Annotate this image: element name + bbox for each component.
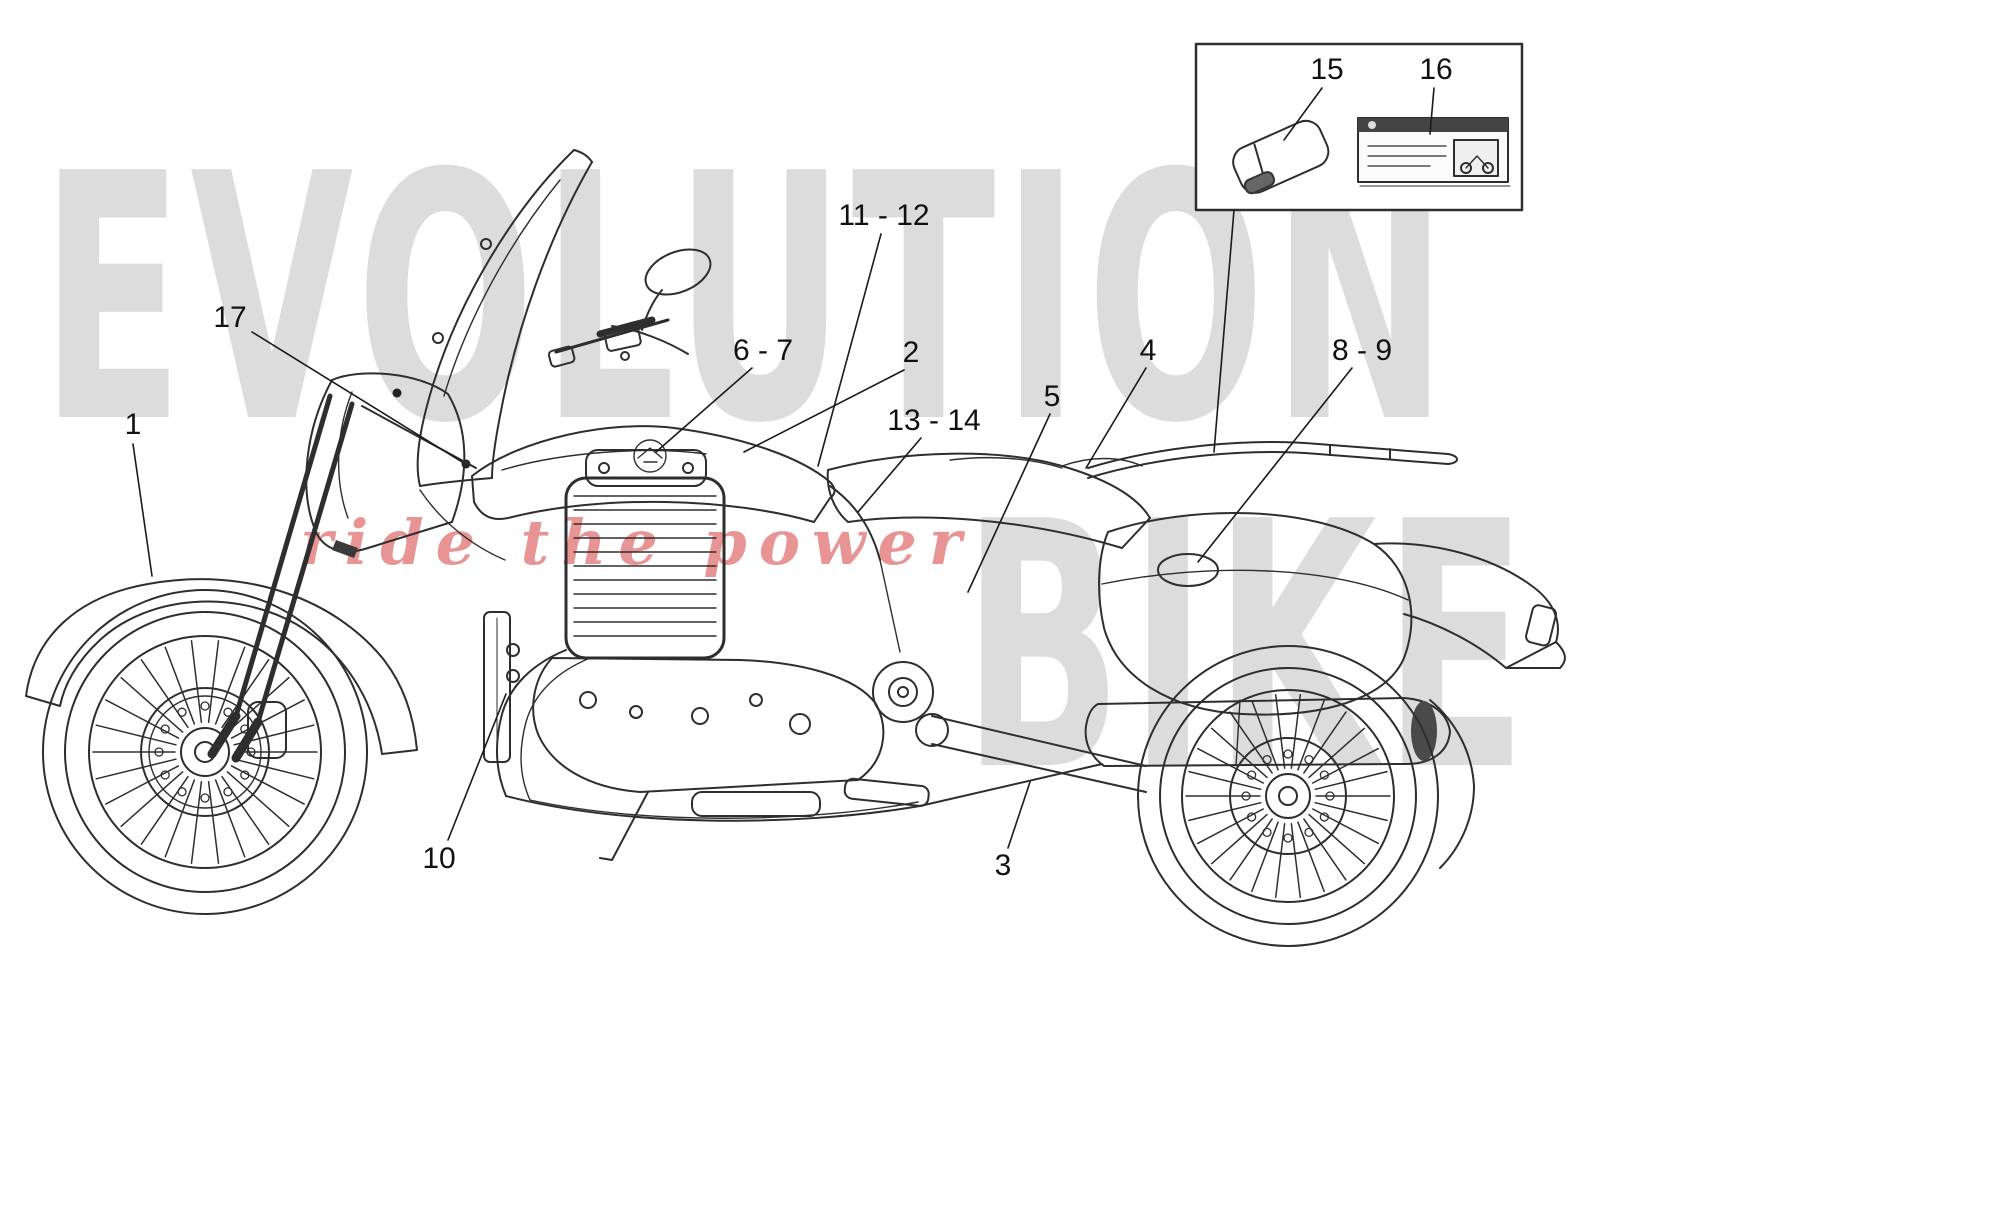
- front-fork: [207, 393, 355, 763]
- tail-section: [1373, 542, 1566, 869]
- leader-17: [251, 331, 463, 463]
- callout-label-8-9: 8 - 9: [1331, 334, 1393, 367]
- windshield: [416, 149, 593, 487]
- leader-3: [1007, 781, 1031, 849]
- fuel-tank: [471, 425, 836, 523]
- leader-10: [447, 693, 507, 841]
- swingarm: [915, 713, 1147, 793]
- callout-label-5: 5: [1043, 380, 1061, 413]
- saddlebag: [1098, 512, 1413, 716]
- owners-manual-item: [1357, 117, 1511, 187]
- callout-label-2: 2: [902, 336, 920, 369]
- callout-label-17: 17: [213, 301, 247, 334]
- leader-8-9: [1197, 367, 1353, 563]
- front-fender: [25, 578, 418, 755]
- front-engine-bracket: [483, 611, 520, 763]
- callout-label-11-12: 11 - 12: [838, 199, 930, 232]
- engine-cylinder: [564, 449, 726, 660]
- leader-15: [1283, 87, 1323, 141]
- leader-16: [1429, 87, 1435, 135]
- callout-label-13-14: 13 - 14: [887, 404, 981, 437]
- handlebar-controls: [547, 316, 689, 368]
- front-fairing: [305, 372, 506, 561]
- leader-5: [967, 413, 1051, 593]
- leader-inset: [1213, 209, 1235, 453]
- engine-crankcase: [532, 559, 934, 793]
- frame: [361, 405, 881, 561]
- tail-light: [1525, 604, 1558, 647]
- callout-label-15: 15: [1310, 53, 1344, 86]
- leader-1: [132, 443, 153, 577]
- leader-lines: [132, 87, 1435, 849]
- luggage-rack: [1087, 441, 1458, 479]
- exhaust-header: [496, 649, 1103, 822]
- callout-label-10: 10: [422, 842, 456, 875]
- side-stand: [599, 791, 649, 861]
- leader-2: [743, 369, 905, 453]
- callout-label-6-7: 6 - 7: [732, 334, 794, 367]
- tool-kit-pouch-item: [1232, 119, 1330, 195]
- leader-6-7: [655, 367, 753, 453]
- callout-label-3: 3: [994, 849, 1012, 882]
- leader-11-12: [817, 233, 882, 467]
- leader-13-14: [857, 437, 922, 513]
- callout-label-4: 4: [1139, 334, 1157, 367]
- rear-wheel: [1137, 645, 1439, 947]
- seat: [826, 452, 1151, 549]
- callout-label-16: 16: [1419, 53, 1453, 86]
- inset-box: [1194, 42, 1524, 212]
- saddlebag-badge: [1157, 553, 1219, 587]
- leader-4: [1085, 367, 1147, 469]
- floorboard: [691, 777, 930, 817]
- front-wheel: [42, 589, 368, 915]
- mirror: [641, 248, 712, 331]
- callout-label-1: 1: [124, 408, 142, 441]
